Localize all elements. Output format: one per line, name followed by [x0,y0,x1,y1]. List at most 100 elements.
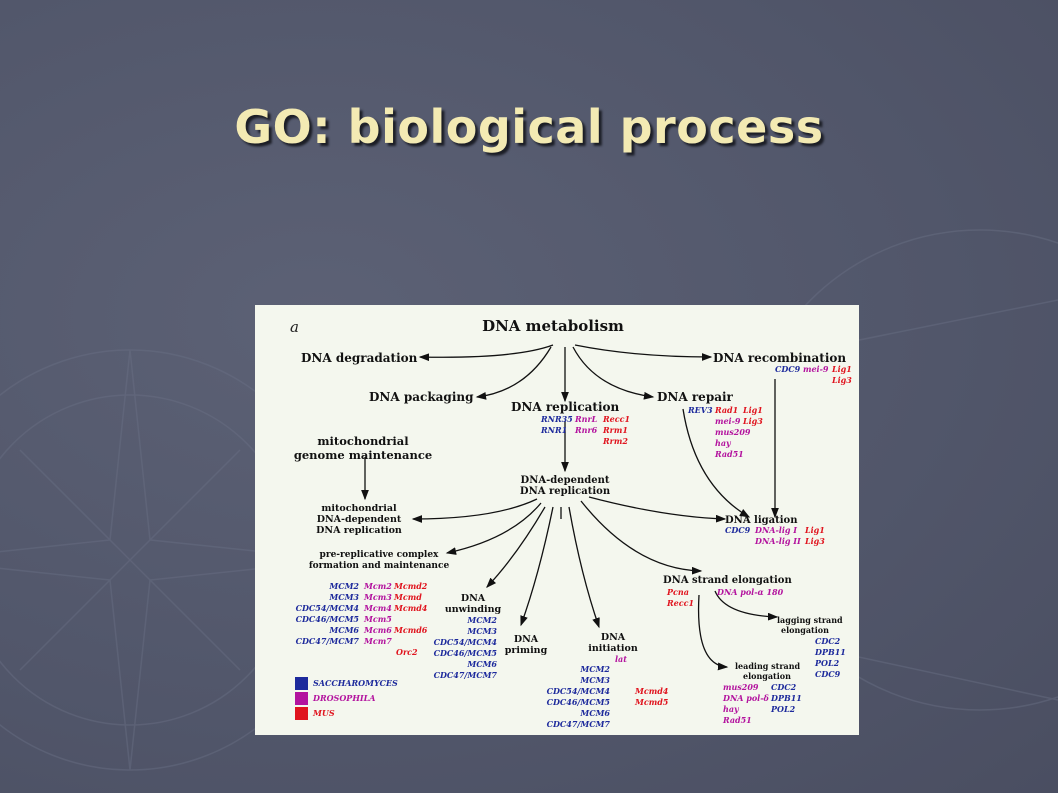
root-edges [361,344,779,519]
gene-recomb-human-1: Lig3 [831,375,852,385]
legend-swatch-human [295,707,308,720]
node-mito-rep-line2: DNA-dependent [317,514,402,525]
node-unwinding-line1: DNA [461,593,486,604]
gene-init-yeast-3: CDC46/MCM5 [547,697,611,707]
gene-ligation-human-0: Lig1 [804,525,825,535]
gene-prerep-fly-5: Mcm7 [363,636,392,646]
gene-leading-yeast-0: CDC2 [771,682,797,692]
gene-elong-human-1: Recc1 [666,598,694,608]
legend-swatch-fly [295,692,308,705]
gene-prerep-fly-4: Mcm6 [363,625,392,635]
gene-replication-yeast-0: RNR35 [540,414,573,424]
node-lagging-line1: lagging strand [777,615,843,625]
panel-label: a [290,318,299,336]
node-dna-recombination: DNA recombination [713,351,846,365]
gene-recomb-human-0: Lig1 [831,364,852,374]
gene-repair-human-0: Rad1 [714,405,738,415]
diagram-canvas: a DNA met [290,317,852,729]
gene-repair-human-2: Lig3 [742,416,763,426]
legend-label-fly: DROSOPHILA [312,693,375,703]
gene-replication-human-0: Recc1 [602,414,630,424]
gene-prerep-fly-2: Mcm4 [363,603,392,613]
gene-prerep-fly-1: Mcm3 [363,592,392,602]
gene-init-yeast-4: MCM6 [579,708,610,718]
gene-prerep-fly-3: Mcm5 [363,614,392,624]
slide-title: GO: biological process [234,100,824,154]
gene-unwind-yeast-5: CDC47/MCM7 [434,670,498,680]
gene-init-yeast-2: CDC54/MCM4 [547,686,611,696]
node-mito-rep-line3: DNA replication [316,525,402,536]
gene-repair-fly-2: hay [715,438,732,448]
gene-unwind-yeast-4: MCM6 [466,659,497,669]
gene-repair-fly-3: Rad51 [714,449,744,459]
gene-prerep-human-4: Orc2 [396,647,418,657]
gene-unwind-yeast-2: CDC54/MCM4 [434,637,498,647]
gene-init-yeast-0: MCM2 [579,664,610,674]
gene-init-yeast-5: CDC47/MCM7 [547,719,611,729]
gene-prerep-fly-0: Mcm2 [363,581,392,591]
gene-init-human-1: Mcmd5 [634,697,669,707]
node-dna-dependent-line1: DNA-dependent [521,475,610,486]
gene-prerep-yeast-0: MCM2 [328,581,359,591]
replication-edges [411,496,727,629]
prerep-gene-list: MCM2 MCM3 CDC54/MCM4 CDC46/MCM5 MCM6 CDC… [296,581,428,657]
gene-leading-fly-1: DNA pol-δ [722,693,770,703]
gene-unwind-yeast-3: CDC46/MCM5 [434,648,498,658]
node-mito-rep-line1: mitochondrial [321,503,397,514]
gene-elong-human-0: Pcna [666,587,689,597]
node-mito-genome-line1: mitochondrial [317,434,409,448]
gene-lagging-yeast-0: CDC2 [815,636,841,646]
gene-elong-fly: DNA pol-α 180 [716,587,784,597]
node-mito-genome-line2: genome maintenance [294,448,432,462]
gene-repair-fly-1: mus209 [715,427,751,437]
node-dna-degradation: DNA degradation [301,351,418,365]
gene-prerep-yeast-5: CDC47/MCM7 [296,636,360,646]
elongation-edges [697,590,779,671]
gene-prerep-yeast-4: MCM6 [328,625,359,635]
gene-unwind-yeast-1: MCM3 [466,626,497,636]
gene-prerep-yeast-3: CDC46/MCM5 [296,614,360,624]
gene-replication-fly-0: RnrL [574,414,598,424]
gene-replication-fly-1: Rnr6 [574,425,598,435]
gene-replication-human-1: Rrm1 [602,425,628,435]
gene-prerep-human-2: Mcmd4 [393,603,428,613]
gene-ligation-human-1: Lig3 [804,536,825,546]
node-prerep-line1: pre-replicative complex [320,550,440,560]
gene-replication-yeast-1: RNR1 [540,425,567,435]
gene-ligation-yeast: CDC9 [725,525,751,535]
gene-prerep-yeast-2: CDC54/MCM4 [296,603,360,613]
node-dna-replication: DNA replication [511,400,620,414]
gene-replication-human-2: Rrm2 [602,436,628,446]
gene-ligation-fly-0: DNA-lig I [754,525,797,535]
node-dna-dependent-line2: DNA replication [520,486,611,497]
node-dna-metabolism: DNA metabolism [482,317,624,335]
node-leading-line1: leading strand [735,661,801,671]
gene-lagging-yeast-2: POL2 [814,658,840,668]
gene-leading-fly-0: mus209 [723,682,759,692]
gene-repair-human-1: Lig1 [742,405,763,415]
gene-leading-fly-2: hay [723,704,740,714]
node-leading-line2: elongation [743,671,791,681]
unwinding-gene-list: MCM2 MCM3 CDC54/MCM4 CDC46/MCM5 MCM6 CDC… [434,615,498,680]
gene-prerep-human-3: Mcmd6 [393,625,428,635]
gene-repair-fly-0: mei-9 [715,416,741,426]
node-priming-line1: DNA [514,634,539,645]
node-initiation-line2: initiation [588,643,638,654]
go-process-diagram: a DNA met [255,305,859,735]
gene-recomb-yeast: CDC9 [775,364,801,374]
gene-leading-yeast-1: DPB11 [770,693,802,703]
gene-recomb-fly: mei-9 [803,364,829,374]
node-lagging-line2: elongation [781,625,829,635]
node-prerep-line2: formation and maintenance [309,561,450,571]
gene-prerep-human-1: Mcmd [393,592,422,602]
legend-label-yeast: SACCHAROMYCES [313,678,398,688]
legend-swatch-yeast [295,677,308,690]
gene-prerep-yeast-1: MCM3 [328,592,359,602]
gene-unwind-yeast-0: MCM2 [466,615,497,625]
gene-lagging-yeast-1: DPB11 [814,647,846,657]
node-dna-packaging: DNA packaging [369,390,474,404]
legend-label-human: MUS [312,708,335,718]
gene-ligation-fly-1: DNA-lig II [754,536,801,546]
gene-leading-yeast-2: POL2 [770,704,796,714]
node-unwinding-line2: unwinding [445,604,502,615]
